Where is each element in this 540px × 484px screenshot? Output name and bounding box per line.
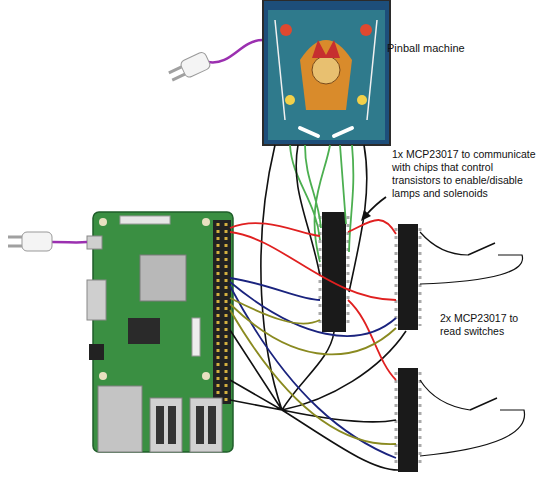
chip-pins [320, 216, 348, 328]
display-connector [120, 216, 170, 224]
micro-usb-port [87, 236, 102, 249]
power-cable [52, 241, 87, 244]
callout-arrow [366, 197, 386, 215]
gpio-pins [218, 223, 226, 401]
chief-figure [312, 56, 340, 84]
switch-wires [420, 232, 525, 456]
label-holder: 1x MCP23017 to communicate with chips th… [392, 148, 536, 201]
mounting-hole [99, 372, 107, 380]
clock-wires [230, 298, 396, 444]
mcp23017-chip [398, 368, 418, 472]
arrow-head [361, 210, 371, 221]
usb-port [150, 398, 182, 452]
mounting-hole [202, 372, 210, 380]
node-heading: Pinball machine [387, 42, 473, 55]
mcp23017-chip [322, 212, 346, 332]
ground-wires [230, 145, 406, 470]
chip-pins [396, 372, 420, 468]
pinball-machine: Pinball machine [263, 0, 473, 145]
bumper [285, 95, 295, 105]
annotation-note: 1x MCP23017 to communicate with chips th… [392, 148, 536, 201]
bumper [360, 24, 372, 36]
annotation-note: 2x MCP23017 to read switches [440, 312, 536, 338]
camera-connector [192, 318, 200, 356]
plug-prongs [169, 67, 185, 80]
power-plug [22, 232, 52, 251]
bumper [357, 95, 367, 105]
playfield-art [300, 40, 352, 110]
usb-port [190, 398, 222, 452]
soc-chip [140, 255, 186, 301]
bumper [280, 24, 292, 36]
data-wires [230, 278, 396, 458]
chip-pins [396, 228, 420, 326]
lane-guides [275, 20, 377, 120]
flippers [300, 128, 352, 136]
ethernet-port [98, 386, 142, 452]
pinball-playfield [263, 0, 390, 145]
green-wires [290, 145, 353, 262]
usb-slots [156, 406, 216, 444]
power-cable [208, 40, 263, 62]
label-holder: 2x MCP23017 to read switches [440, 312, 536, 338]
mounting-hole [202, 218, 210, 226]
hdmi-port [87, 280, 106, 320]
mounting-hole [99, 218, 107, 226]
playfield-area [268, 10, 385, 140]
gpio-header [213, 220, 231, 404]
raspberry-pi-board [93, 212, 233, 452]
plug-prongs [8, 237, 22, 246]
mcp23017-chip [398, 224, 418, 330]
headdress [312, 40, 340, 58]
audio-jack [89, 344, 104, 360]
usb-controller-chip [128, 318, 160, 344]
